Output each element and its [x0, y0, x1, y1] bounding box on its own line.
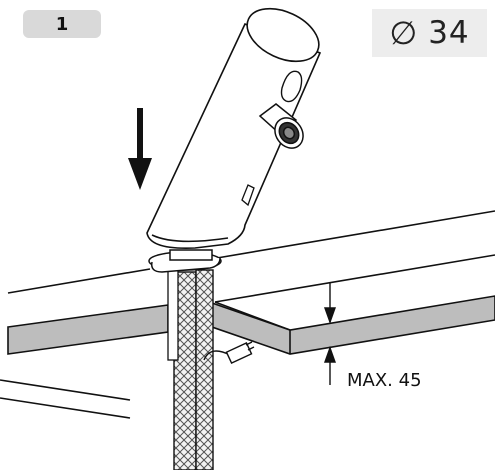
- step-number: 1: [55, 13, 69, 35]
- countertop-front-right: [211, 295, 495, 355]
- hole-diameter-box: ∅ 34: [372, 9, 487, 57]
- down-arrow-icon: [128, 108, 152, 190]
- countertop-front-left: [7, 304, 169, 355]
- support-lines: [0, 379, 131, 419]
- faucet-base: [148, 249, 222, 273]
- side-detail: [241, 184, 255, 207]
- max-thickness-label: MAX. 45: [347, 370, 422, 391]
- mounting-stud: [167, 269, 179, 361]
- diameter-symbol: ∅: [389, 14, 419, 52]
- sensor-cable: [203, 341, 255, 365]
- sensor-window: [280, 70, 303, 103]
- step-number-badge: 1: [23, 10, 101, 38]
- faucet-body: [146, 7, 322, 250]
- supply-hoses: [173, 269, 214, 470]
- aerator-icon: [258, 103, 304, 149]
- thickness-dimension: [324, 283, 336, 385]
- hole-diameter-value: 34: [428, 15, 470, 51]
